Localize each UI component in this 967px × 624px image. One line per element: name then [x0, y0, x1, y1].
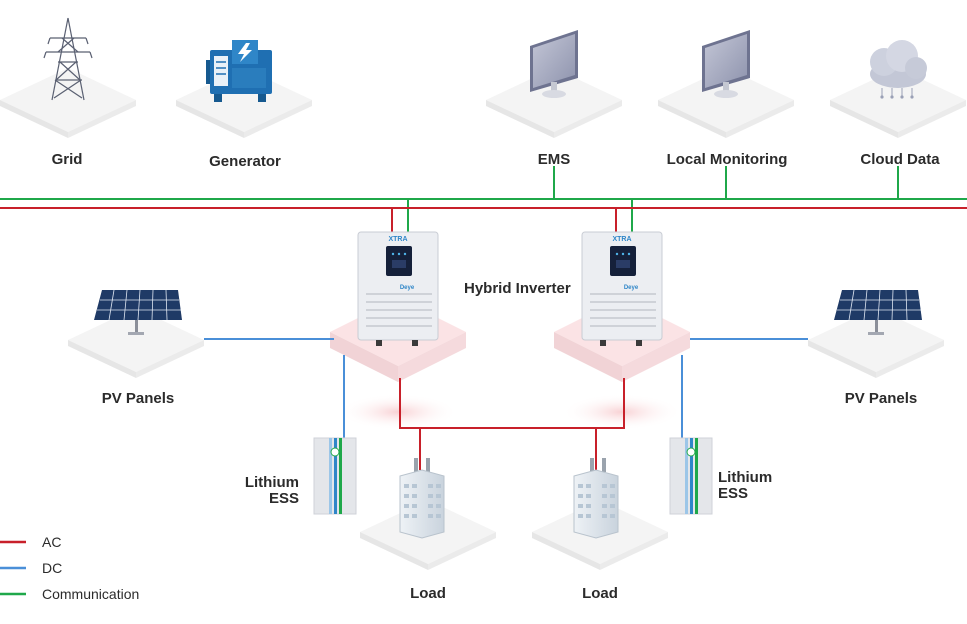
building-icon: [573, 458, 619, 539]
inverter-logo-right: Deye: [624, 285, 639, 291]
legend-label-dc: DC: [42, 560, 62, 576]
transmission-tower-icon: [43, 17, 93, 101]
dc-lines: [204, 338, 808, 438]
cloud-icon: [870, 40, 927, 99]
legend-item-communication: Communication: [0, 586, 139, 602]
label-ess-right-line2: ESS: [718, 485, 748, 502]
platform-pv-left: [68, 308, 204, 378]
monitor-icon: [702, 30, 750, 98]
inverter-brand-left: XTRA: [388, 236, 407, 243]
solar-panel-icon: [94, 289, 182, 335]
label-pv-right: PV Panels: [845, 390, 918, 407]
legend-item-dc: DC: [0, 560, 62, 576]
inverter-brand-right: XTRA: [612, 236, 631, 243]
platform-local-monitoring: [658, 68, 794, 138]
label-ess-right-line1: Lithium: [718, 469, 772, 486]
label-load-left: Load: [410, 585, 446, 602]
legend-item-ac: AC: [0, 534, 61, 550]
label-local-monitoring: Local Monitoring: [667, 151, 788, 168]
battery-icon: [669, 437, 713, 515]
label-generator: Generator: [209, 153, 281, 170]
legend-label-communication: Communication: [42, 586, 139, 602]
legend-label-ac: AC: [42, 534, 61, 550]
inverter-icon: [357, 231, 439, 346]
communication-lines: [0, 166, 967, 240]
label-cloud-data: Cloud Data: [860, 151, 940, 168]
label-pv-left: PV Panels: [102, 390, 175, 407]
platform-cloud-data: [830, 68, 966, 138]
inverter-icon: [581, 231, 663, 346]
monitor-icon: [530, 30, 578, 98]
label-grid: Grid: [52, 151, 83, 168]
label-load-right: Load: [582, 585, 618, 602]
legend: AC DC Communication: [0, 534, 139, 602]
platform-pv-right: [808, 308, 944, 378]
ac-lines: [0, 207, 967, 470]
building-icon: [399, 458, 445, 539]
platform-grid: [0, 68, 136, 138]
solar-panel-icon: [834, 289, 922, 335]
platform-ems: [486, 68, 622, 138]
label-hybrid-inverter: Hybrid Inverter: [464, 280, 571, 297]
generator-icon: [206, 40, 272, 102]
label-ems: EMS: [538, 151, 571, 168]
node-labels: Grid Generator EMS Local Monitoring Clou…: [52, 151, 941, 602]
inverter-logo-left: Deye: [400, 285, 415, 291]
label-ess-left-line2: ESS: [269, 490, 299, 507]
label-ess-left-line1: Lithium: [245, 474, 299, 491]
battery-icon: [313, 437, 357, 515]
